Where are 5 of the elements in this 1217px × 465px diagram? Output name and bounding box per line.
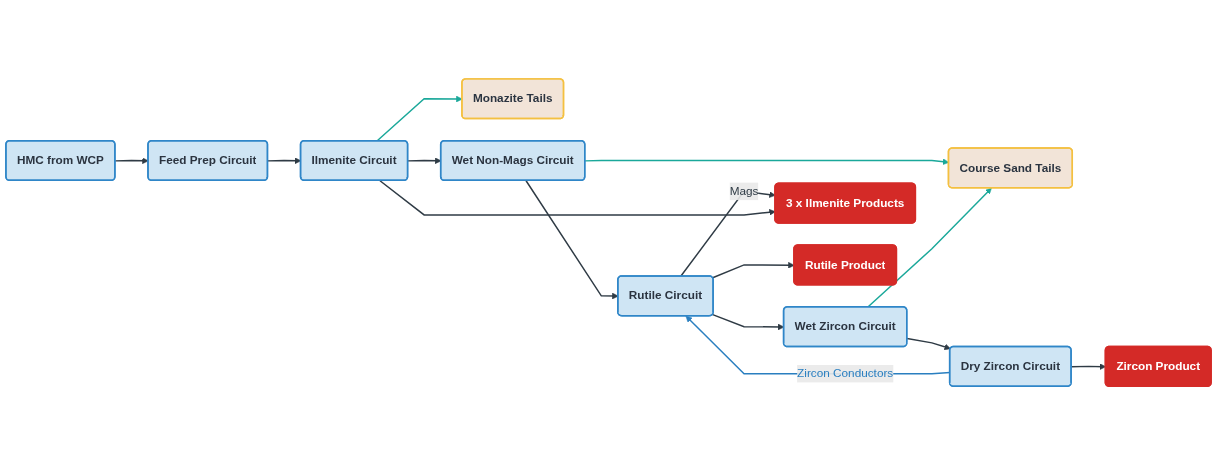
arrow xyxy=(866,187,992,308)
arrow xyxy=(685,315,951,375)
edge-label: Mags xyxy=(729,184,759,198)
edge-label: Zircon Conductors xyxy=(797,367,894,380)
arrow xyxy=(906,337,951,350)
